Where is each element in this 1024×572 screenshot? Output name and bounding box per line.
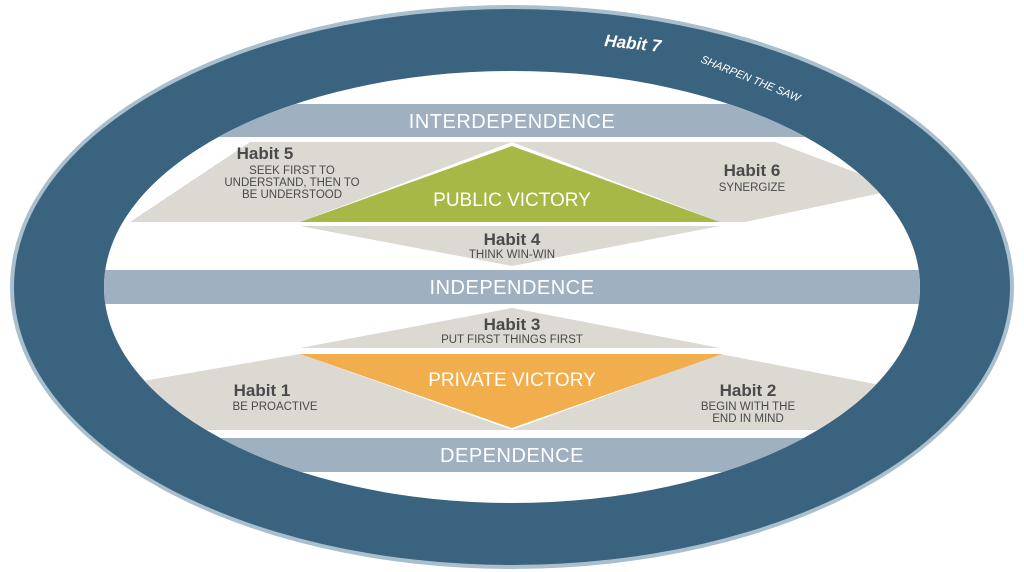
independence-label: INDEPENDENCE [430, 277, 595, 299]
habit-4-desc: THINK WIN-WIN [469, 249, 555, 261]
habit-5-desc-line-2: UNDERSTAND, THEN TO [224, 177, 359, 189]
habit-5-desc-line-3: BE UNDERSTOOD [242, 189, 342, 201]
habit-2-desc-line-2: END IN MIND [712, 413, 784, 425]
habit-3-desc: PUT FIRST THINGS FIRST [441, 334, 583, 346]
interdependence-label: INTERDEPENDENCE [409, 111, 615, 133]
habit-5-title: Habit 5 [237, 144, 294, 163]
private-victory-label: PRIVATE VICTORY [428, 370, 596, 391]
public-victory-label: PUBLIC VICTORY [433, 190, 591, 211]
habit-4-panel [300, 226, 720, 266]
habit-5-desc-line-1: SEEK FIRST TO [249, 165, 335, 177]
habit-6-title: Habit 6 [724, 161, 781, 180]
habit-6-panel [512, 142, 900, 222]
public-victory-triangle [300, 146, 720, 222]
habit-2-panel [512, 354, 900, 430]
dependence-label: DEPENDENCE [440, 445, 584, 467]
habit-1-desc: BE PROACTIVE [233, 401, 318, 413]
habit-5-panel [130, 142, 512, 222]
private-victory-triangle [300, 354, 722, 428]
habit-6-desc: SYNERGIZE [719, 182, 786, 194]
habit-3-title: Habit 3 [484, 315, 541, 334]
habit-4-title: Habit 4 [484, 230, 541, 249]
habit-1-title: Habit 1 [234, 381, 291, 400]
habit-3-panel [300, 308, 720, 348]
habit-2-desc-line-1: BEGIN WITH THE [701, 401, 796, 413]
independence-band [104, 270, 920, 304]
habit-1-panel [120, 354, 512, 430]
habit-2-title: Habit 2 [720, 381, 777, 400]
